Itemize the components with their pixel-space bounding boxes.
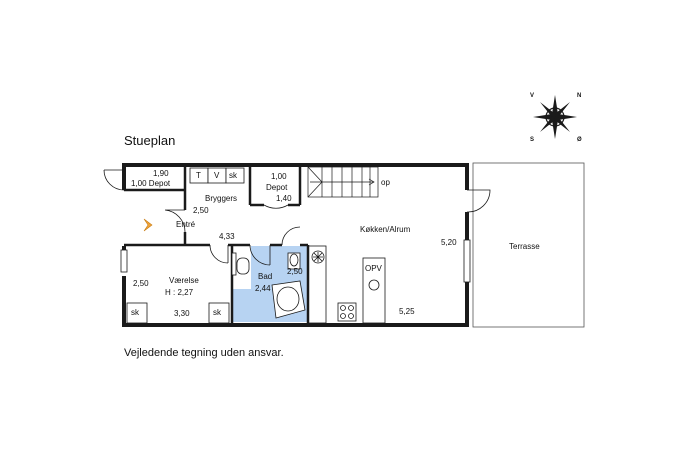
terrace-outline	[472, 162, 585, 328]
appliance-t: T	[196, 171, 201, 180]
kitchen-counter	[307, 245, 386, 324]
entre-dim: 4,33	[219, 232, 235, 241]
bad-dim2: 2,50	[287, 267, 303, 276]
windows	[120, 239, 471, 283]
vaerelse-label: Værelse	[169, 276, 199, 285]
shower-floor	[232, 289, 256, 322]
staircase	[307, 166, 379, 198]
depot2-dim2: 1,40	[276, 194, 292, 203]
compass-icon	[533, 95, 577, 139]
compass-o: Ø	[577, 137, 582, 143]
kitchen-label: Køkken/Alrum	[360, 225, 411, 234]
wardrobe-sk-2: sk	[213, 308, 221, 317]
opv-label: OPV	[365, 264, 382, 273]
wardrobe-sk-1: sk	[131, 308, 139, 317]
bad-dim: 2,44	[255, 284, 271, 293]
bath-fixtures	[236, 252, 306, 319]
appliance-boxes	[189, 167, 245, 184]
appliance-sk: sk	[229, 171, 237, 180]
appliance-v: V	[214, 171, 220, 180]
door-swings	[103, 169, 491, 266]
compass-n: N	[577, 93, 582, 99]
stair-label: op	[381, 178, 390, 187]
bryggers-dim: 2,50	[193, 206, 209, 215]
kitchen-dim-right: 5,20	[441, 238, 457, 247]
depot2-label: Depot	[266, 183, 288, 192]
vaerelse-height: H : 2,27	[165, 288, 194, 297]
depot1-label: 1,00 Depot	[131, 179, 171, 188]
entry-arrow-icon	[143, 218, 153, 232]
terrace-label: Terrasse	[509, 242, 540, 251]
plan-title: Stueplan	[124, 133, 176, 148]
compass-v: V	[530, 93, 535, 99]
disclaimer-note: Vejledende tegning uden ansvar.	[124, 347, 284, 359]
depot1-dim: 1,90	[153, 169, 169, 178]
kitchen-dim-bottom: 5,25	[399, 307, 415, 316]
compass-s: S	[530, 137, 535, 143]
depot2-dim1: 1,00	[271, 172, 287, 181]
bryggers-label: Bryggers	[205, 194, 238, 203]
bad-label: Bad	[258, 272, 273, 281]
vaerelse-dim-left: 2,50	[133, 279, 149, 288]
entre-label: Entré	[176, 220, 196, 229]
vaerelse-dim-bottom: 3,30	[174, 309, 190, 318]
wardrobe-boxes	[126, 302, 230, 324]
